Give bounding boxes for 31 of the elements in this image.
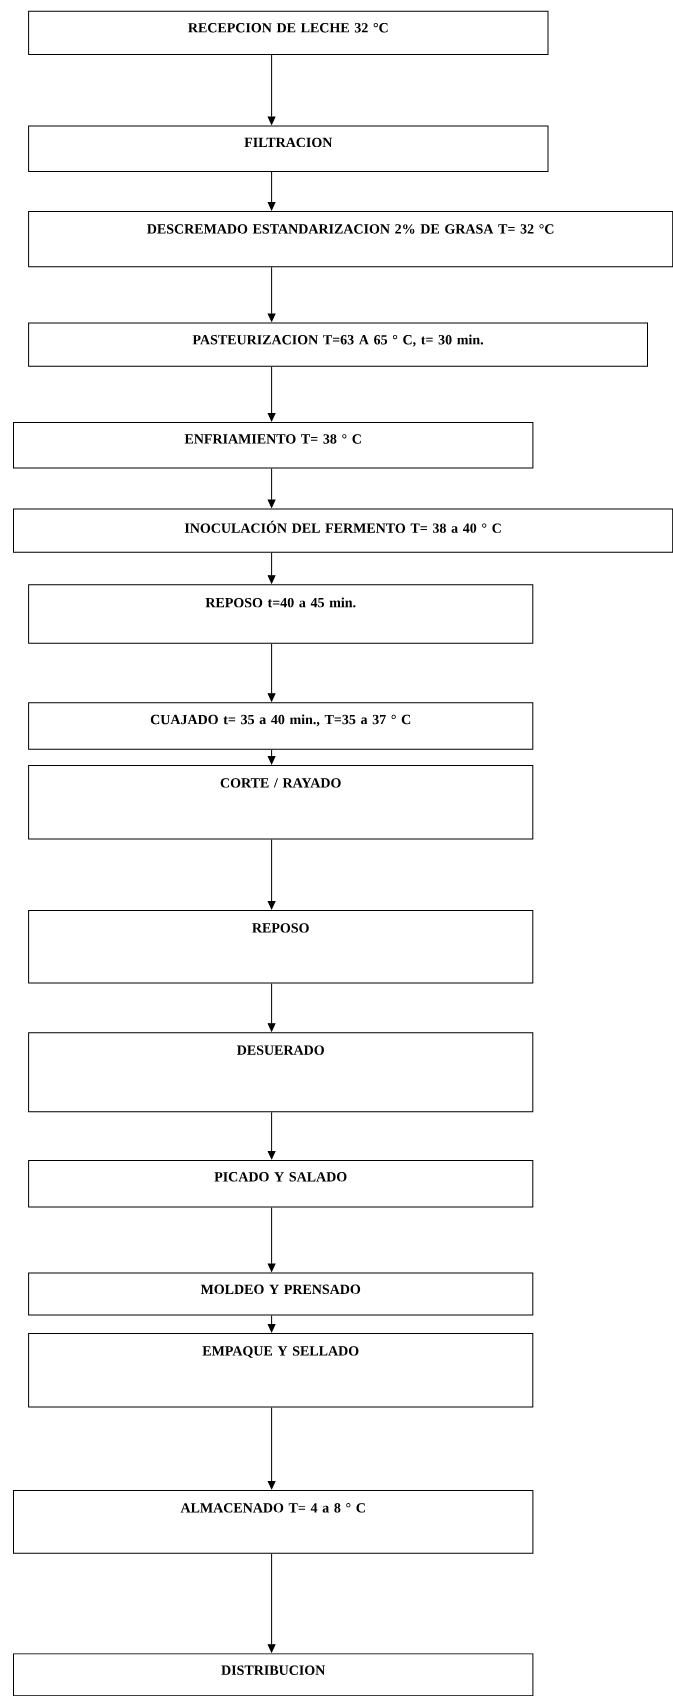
process-box: MOLDEO Y PRENSADO bbox=[28, 1272, 534, 1316]
arrow bbox=[267, 1553, 276, 1653]
arrow bbox=[267, 839, 276, 910]
process-box: CORTE / RAYADO bbox=[28, 765, 534, 840]
arrow bbox=[267, 983, 276, 1032]
process-box: DISTRIBUCION bbox=[13, 1653, 534, 1696]
arrow bbox=[267, 1407, 276, 1490]
arrow bbox=[267, 1315, 276, 1333]
arrow bbox=[267, 1206, 276, 1272]
process-box: FILTRACION bbox=[28, 125, 549, 172]
arrow bbox=[267, 266, 276, 322]
process-box: ALMACENADO T= 4 a 8 ° C bbox=[13, 1489, 534, 1554]
process-box: DESUERADO bbox=[28, 1032, 534, 1113]
process-box: EMPAQUE Y SELLADO bbox=[28, 1333, 534, 1408]
process-box: CUAJADO t= 35 a 40 min., T=35 a 37 ° C bbox=[28, 702, 534, 750]
process-box: REPOSO bbox=[28, 910, 534, 984]
process-box: ENFRIAMIENTO T= 38 ° C bbox=[13, 422, 534, 469]
arrow bbox=[267, 552, 276, 584]
arrow bbox=[267, 467, 276, 508]
process-box: INOCULACIÓN DEL FERMENTO T= 38 a 40 ° C bbox=[13, 508, 673, 553]
arrow bbox=[267, 749, 276, 765]
process-box: PASTEURIZACION T=63 A 65 ° C, t= 30 min. bbox=[28, 322, 648, 367]
process-box: REPOSO t=40 a 45 min. bbox=[28, 584, 534, 644]
arrow bbox=[267, 54, 276, 125]
process-box: RECEPCION DE LECHE 32 °C bbox=[28, 10, 549, 56]
arrow bbox=[267, 366, 276, 422]
process-box: DESCREMADO ESTANDARIZACION 2% DE GRASA T= 32 °C bbox=[28, 211, 673, 268]
process-box: PICADO Y SALADO bbox=[28, 1159, 534, 1208]
arrow bbox=[267, 1111, 276, 1160]
arrow bbox=[267, 643, 276, 702]
arrow bbox=[267, 171, 276, 211]
